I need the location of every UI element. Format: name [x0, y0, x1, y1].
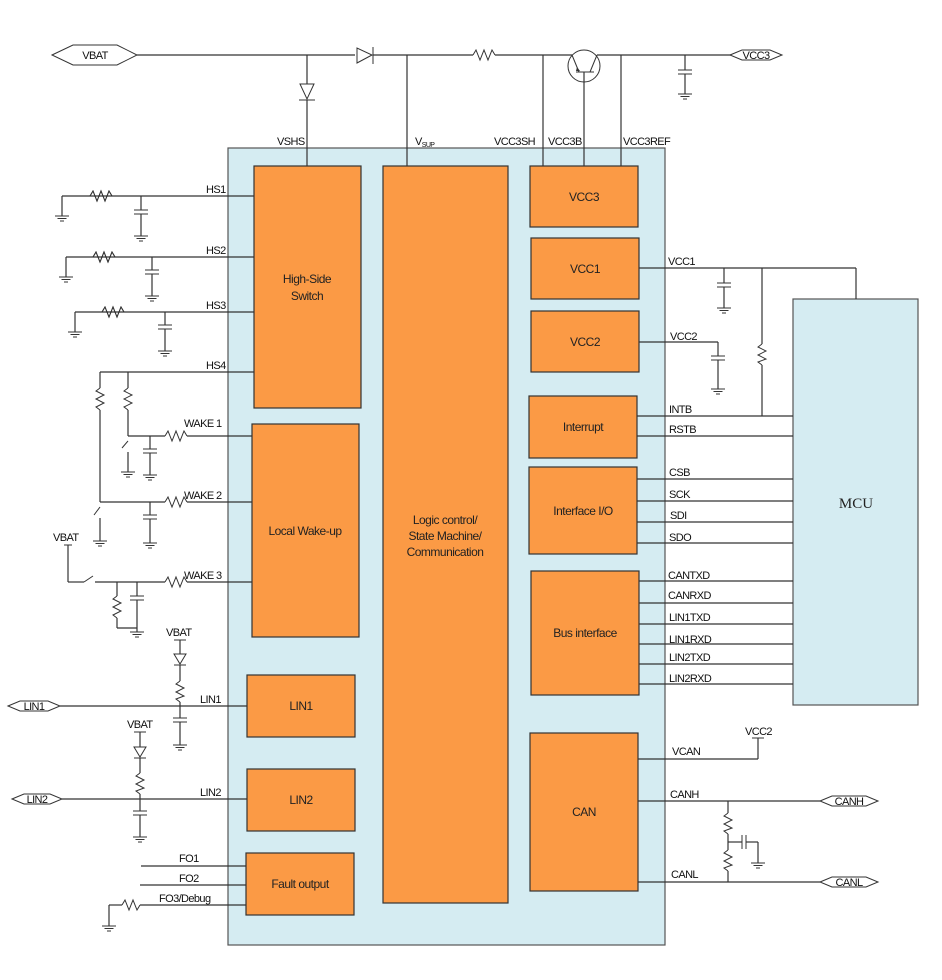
pin-label-wake2: WAKE 2: [184, 490, 222, 502]
vcan-supply-label: VCC2: [745, 726, 772, 738]
block-lin2: LIN2: [246, 768, 356, 832]
svg-text:Switch: Switch: [291, 289, 323, 303]
block-lin1: LIN1: [246, 674, 356, 738]
pin-label-sck: SCK: [669, 489, 691, 501]
canh-port: CANH: [818, 795, 880, 808]
svg-text:VCC3: VCC3: [743, 50, 770, 62]
pin-label-lin2txd: LIN2TXD: [669, 652, 711, 664]
top-power-wiring: [137, 47, 733, 166]
wake-circuits: WAKE 1 WAKE 2 VBAT WAKE 3: [53, 372, 252, 638]
block-vcc3: VCC3: [529, 165, 639, 228]
svg-text:High-Side: High-Side: [283, 272, 332, 286]
svg-text:VCC1: VCC1: [570, 262, 601, 276]
block-interrupt: Interrupt: [528, 395, 638, 459]
pin-label-hs3: HS3: [206, 300, 226, 312]
pin-label-fo1: FO1: [179, 853, 199, 865]
pin-label-cantxd: CANTXD: [668, 570, 710, 582]
pin-label-vcc3b: VCC3B: [548, 136, 582, 148]
svg-text:CANL: CANL: [836, 877, 863, 889]
svg-text:LIN1: LIN1: [24, 701, 45, 713]
right-side-wiring: VCC1 VCC2 INTB RSTB CSB SCK SDI SDO CANT…: [637, 256, 857, 883]
svg-text:VBAT: VBAT: [82, 50, 108, 62]
pin-label-sdo: SDO: [669, 532, 692, 544]
lin2-port: LIN2: [10, 793, 64, 806]
vcc3-port: VCC3: [728, 49, 784, 62]
pin-label-csb: CSB: [669, 467, 690, 479]
fault-output-wiring: FO1 FO2 FO3/Debug: [101, 853, 246, 932]
pin-label-rstb: RSTB: [669, 424, 696, 436]
svg-text:CANH: CANH: [835, 796, 864, 808]
pin-label-vcan: VCAN: [672, 746, 701, 758]
block-vcc1: VCC1: [530, 237, 640, 300]
svg-text:CAN: CAN: [572, 805, 596, 819]
svg-text:LIN2: LIN2: [27, 794, 48, 806]
pin-label-sdi: SDI: [670, 510, 687, 522]
pin-label-lin1rxd: LIN1RXD: [669, 634, 712, 646]
vbat-label-lin2: VBAT: [127, 719, 153, 731]
pin-label-lin1txd: LIN1TXD: [669, 612, 711, 624]
pin-label-fo2: FO2: [179, 873, 199, 885]
pin-label-vsup: VSUP: [415, 136, 435, 149]
lin-circuits: VBAT LIN1 VBAT LIN2: [60, 627, 247, 843]
resistor-icon: [472, 48, 496, 62]
block-fault-output: Fault output: [245, 852, 355, 916]
pin-label-hs2: HS2: [206, 245, 226, 257]
pin-label-vcc2: VCC2: [670, 331, 697, 343]
vbat-port: VBAT: [50, 44, 139, 66]
vbat-label-lin1: VBAT: [166, 627, 192, 639]
canl-port: CANL: [818, 876, 880, 889]
svg-text:VCC3: VCC3: [569, 190, 600, 204]
pin-label-lin1: LIN1: [200, 694, 221, 706]
block-interface-io: Interface I/O: [528, 466, 638, 555]
block-bus-interface: Bus interface: [530, 570, 640, 696]
svg-text:Communication: Communication: [407, 545, 484, 559]
hs-circuits: HS1 HS2 HS3 HS4: [54, 184, 254, 373]
diode-icon: [299, 83, 315, 101]
svg-text:Fault output: Fault output: [271, 877, 330, 891]
block-can: CAN: [529, 732, 639, 892]
pin-label-hs1: HS1: [206, 184, 226, 196]
pin-label-canh: CANH: [670, 789, 699, 801]
svg-text:Interface I/O: Interface I/O: [553, 504, 613, 518]
svg-text:Logic control/: Logic control/: [413, 513, 479, 527]
pin-label-wake1: WAKE 1: [184, 418, 222, 430]
svg-text:Local Wake-up: Local Wake-up: [268, 524, 342, 538]
pin-label-intb: INTB: [669, 404, 692, 416]
pin-label-vcc3ref: VCC3REF: [623, 136, 671, 148]
pin-label-vcc1: VCC1: [668, 256, 695, 268]
block-logic-control: Logic control/ State Machine/ Communicat…: [382, 165, 509, 904]
block-local-wake-up: Local Wake-up: [251, 423, 360, 638]
pin-label-lin2: LIN2: [200, 787, 221, 799]
pin-label-vcc3sh: VCC3SH: [494, 136, 536, 148]
pin-label-canl: CANL: [671, 869, 698, 881]
diode-icon: [356, 47, 374, 64]
svg-text:Bus interface: Bus interface: [553, 626, 617, 640]
vbat-label-wake3: VBAT: [53, 532, 79, 544]
svg-text:LIN1: LIN1: [289, 699, 313, 713]
mcu-block: MCU: [792, 298, 919, 706]
transistor-icon: [567, 49, 601, 166]
svg-text:VCC2: VCC2: [570, 335, 601, 349]
block-vcc2: VCC2: [530, 310, 640, 373]
pin-label-hs4: HS4: [206, 360, 226, 372]
svg-text:State Machine/: State Machine/: [408, 529, 482, 543]
block-high-side-switch: High-Side Switch: [253, 165, 362, 409]
lin1-port: LIN1: [6, 700, 62, 713]
pin-label-fo3-debug: FO3/Debug: [159, 893, 211, 905]
pin-label-canrxd: CANRXD: [668, 590, 712, 602]
pin-label-wake3: WAKE 3: [184, 570, 222, 582]
pin-label-lin2rxd: LIN2RXD: [669, 673, 712, 685]
pin-label-vshs: VSHS: [277, 136, 305, 148]
svg-text:LIN2: LIN2: [289, 793, 313, 807]
svg-text:Interrupt: Interrupt: [563, 420, 604, 434]
svg-text:MCU: MCU: [839, 496, 873, 512]
